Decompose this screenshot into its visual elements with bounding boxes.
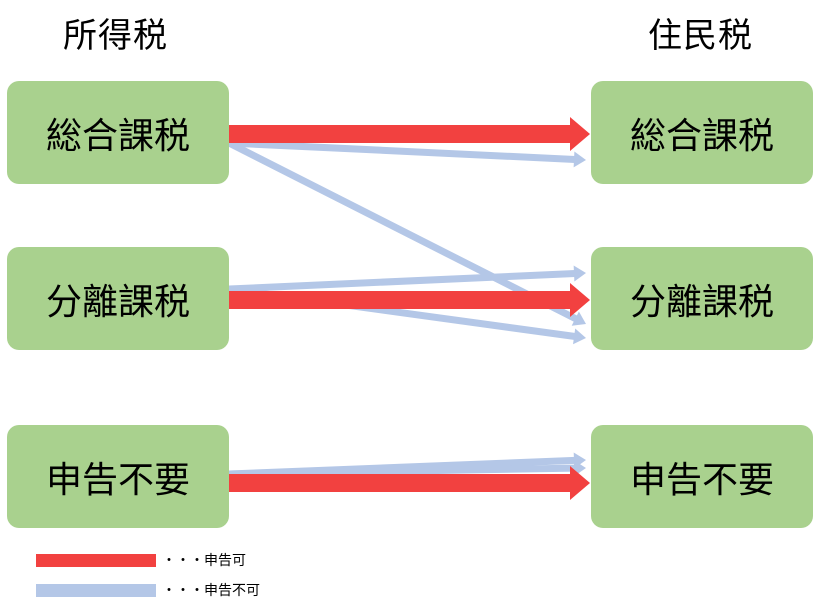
arrow-comprehensive-to-separate bbox=[228, 139, 586, 168]
legend-not-allowed-swatch bbox=[36, 584, 156, 597]
arrow-separate-to-separate bbox=[229, 283, 590, 317]
resident-tax-header: 住民税 bbox=[648, 16, 753, 56]
income-tax-box-comprehensive: 総合課税 bbox=[7, 81, 229, 184]
legend-not-allowed-label: ・・・申告不可 bbox=[162, 583, 260, 599]
arrow-comprehensive-to-no-filing bbox=[227, 139, 586, 326]
arrow-separate-to-comprehensive bbox=[228, 265, 586, 293]
arrow-no-filing-to-no-filing bbox=[229, 466, 590, 500]
legend-allowed-label: ・・・申告可 bbox=[162, 553, 246, 569]
legend-allowed-swatch bbox=[36, 554, 156, 567]
income-tax-box-no-filing: 申告不要 bbox=[7, 425, 229, 528]
resident-tax-box-no-filing: 申告不要 bbox=[591, 425, 813, 528]
arrow-comprehensive-to-comprehensive bbox=[229, 117, 590, 151]
income-tax-box-separate: 分離課税 bbox=[7, 247, 229, 350]
resident-tax-box-comprehensive: 総合課税 bbox=[591, 81, 813, 184]
income-tax-header: 所得税 bbox=[63, 16, 168, 56]
resident-tax-box-separate: 分離課税 bbox=[591, 247, 813, 350]
